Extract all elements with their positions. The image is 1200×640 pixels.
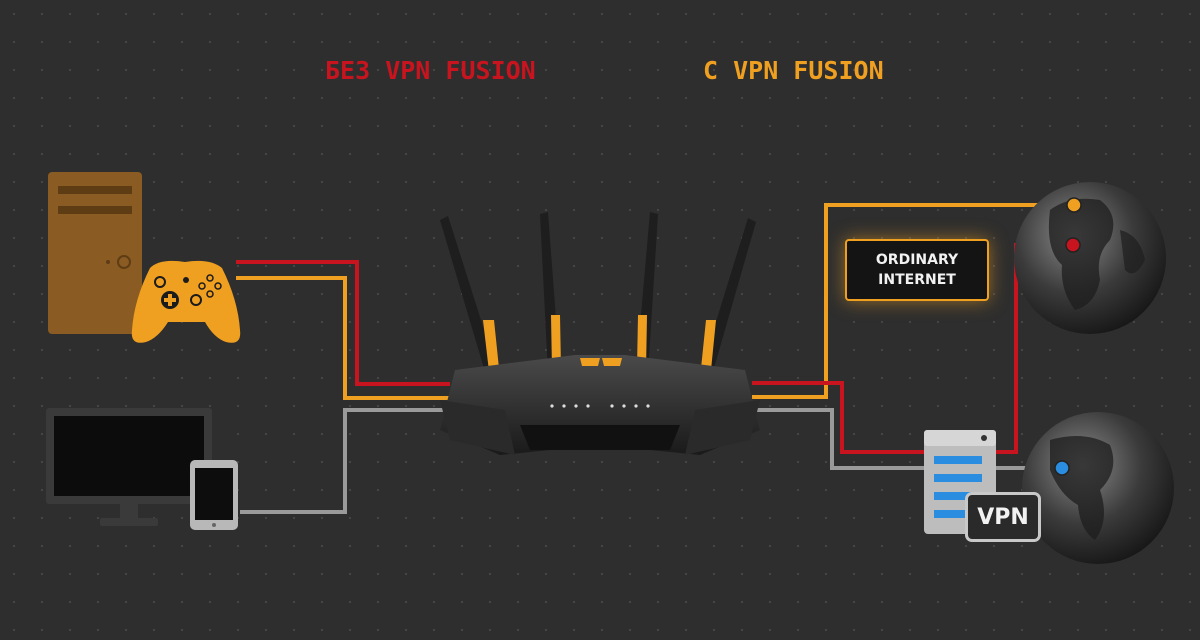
link-orange-right — [752, 203, 1074, 399]
endpoint-red-dot — [1065, 237, 1081, 253]
link-orange-left — [236, 276, 450, 400]
ordinary-internet-line1: ORDINARY — [875, 252, 959, 268]
gamepad-icon — [131, 260, 241, 343]
tablet-icon — [190, 460, 238, 530]
heading-without-vpn-fusion: БЕЗ VPN FUSION — [325, 56, 536, 85]
link-gray-left — [240, 408, 450, 514]
router-icon — [440, 212, 760, 455]
globe-icon-bottom — [1022, 412, 1174, 564]
endpoint-orange-dot — [1066, 197, 1082, 213]
ordinary-internet-label: ORDINARY INTERNET — [845, 239, 989, 301]
vpn-badge: VPN — [965, 492, 1041, 542]
endpoint-blue-dot — [1054, 460, 1070, 476]
desktop-tower-icon — [48, 172, 142, 334]
globe-icon-top — [1014, 182, 1166, 334]
link-red-left — [236, 260, 450, 386]
link-gray-right — [752, 408, 932, 470]
heading-with-vpn-fusion: С VPN FUSION — [703, 56, 884, 85]
monitor-icon — [46, 408, 212, 526]
ordinary-internet-line2: INTERNET — [878, 272, 956, 288]
